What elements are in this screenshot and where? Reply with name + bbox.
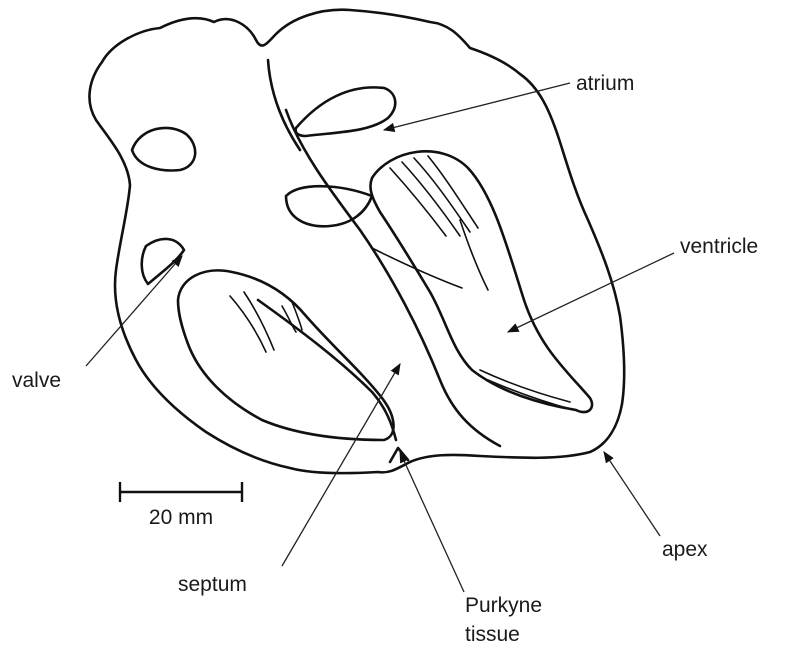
ventricle-chamber bbox=[370, 151, 592, 412]
septum-region bbox=[286, 186, 372, 226]
label-ventricle: ventricle bbox=[680, 235, 758, 258]
label-purkyne-line1: Purkyne bbox=[465, 594, 542, 617]
muscle-strands-lower-right bbox=[480, 370, 574, 410]
atrium-chamber bbox=[296, 87, 396, 136]
apex-leader bbox=[604, 452, 660, 536]
valve-leader bbox=[86, 256, 182, 366]
label-apex: apex bbox=[662, 538, 708, 561]
ventricle-wall-line bbox=[268, 60, 300, 150]
label-atrium: atrium bbox=[576, 72, 634, 95]
septum-leader bbox=[282, 364, 400, 566]
atrium-leader bbox=[384, 83, 570, 130]
scale-bar: 20 mm bbox=[120, 482, 242, 529]
left-atrium-chamber bbox=[132, 128, 195, 171]
ventricle-leader bbox=[508, 253, 674, 332]
label-purkyne-line2: tissue bbox=[465, 623, 520, 646]
purkyne-leader bbox=[400, 452, 464, 592]
left-ventricle-chamber bbox=[178, 270, 394, 440]
muscle-strands-right bbox=[372, 156, 488, 290]
scale-bar-label: 20 mm bbox=[149, 506, 213, 529]
purkyne-notch bbox=[390, 448, 408, 462]
septum-lower-line bbox=[258, 300, 396, 440]
label-valve: valve bbox=[12, 369, 61, 392]
label-septum: septum bbox=[178, 573, 247, 596]
